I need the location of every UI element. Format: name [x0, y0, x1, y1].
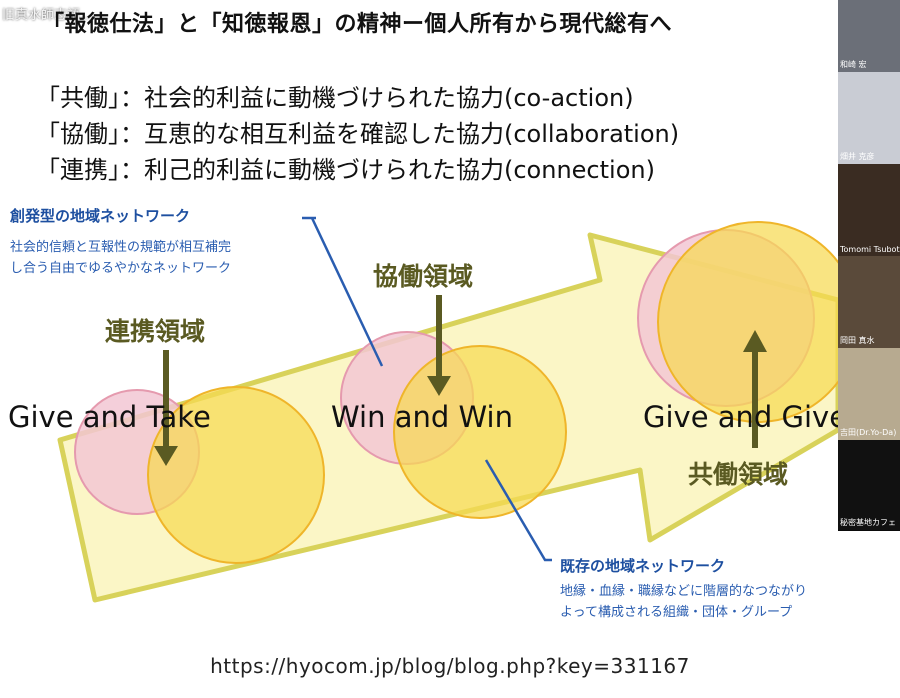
participant-tile[interactable]: Tomomi Tsubota: [838, 164, 900, 257]
participant-name: 岡田 真水: [840, 336, 875, 345]
phrase-win-and-win: Win and Win: [331, 400, 513, 434]
presentation-slide: 旧真水師志語... 「報徳仕法」と「知徳報恩」の精神ー個人所有から現代総有へ 「…: [2, 8, 838, 620]
arrow-connect-head: [154, 446, 178, 466]
definition-connection: 「連携」：利己的利益に動機づけられた協力(connection): [36, 156, 655, 184]
participant-name: 吉田(Dr.Yo-Da): [840, 428, 897, 437]
participant-tile[interactable]: 秘密基地カフェ: [838, 440, 900, 531]
participant-tile[interactable]: 吉田(Dr.Yo-Da): [838, 348, 900, 441]
window-title-overlay: 旧真水師志語...: [2, 8, 93, 23]
creative-network-line1: 社会的信頼と互報性の規範が相互補完: [10, 240, 232, 255]
arrow-coact-head: [743, 330, 767, 352]
participant-tile[interactable]: 畑井 克彦: [838, 72, 900, 165]
leader-line-existing: [484, 459, 552, 562]
participant-name: 畑井 克彦: [840, 152, 875, 161]
phrase-give-and-take: Give and Take: [8, 400, 211, 434]
participant-name: Tomomi Tsubota: [840, 245, 900, 254]
participant-name: 秘密基地カフェ: [840, 518, 896, 527]
definition-collaboration: 「協働」：互恵的な相互利益を確認した協力(collaboration): [36, 120, 680, 148]
source-url[interactable]: https://hyocom.jp/blog/blog.php?key=3311…: [210, 654, 690, 678]
existing-network-line2: よって構成される組織・団体・グループ: [560, 605, 793, 620]
arrow-collab-head: [427, 376, 451, 396]
existing-network-line1: 地縁・血縁・職縁などに階層的なつながり: [560, 584, 808, 599]
diagram-canvas: [57, 216, 838, 603]
definition-coaction: 「共働」：社会的利益に動機づけられた協力(co-action): [36, 84, 634, 112]
participant-tile[interactable]: 和崎 宏: [838, 0, 900, 73]
region-label-coact: 共働領域: [688, 460, 789, 489]
slide-title: 「報徳仕法」と「知徳報恩」の精神ー個人所有から現代総有へ: [42, 12, 673, 37]
participant-name: 和崎 宏: [840, 60, 867, 69]
participant-tile[interactable]: 岡田 真水: [838, 256, 900, 349]
existing-network-title: 既存の地域ネットワーク: [560, 557, 726, 575]
participant-sidebar: 和崎 宏 畑井 克彦 Tomomi Tsubota 岡田 真水 吉田(Dr.Yo…: [838, 0, 900, 531]
creative-network-title: 創発型の地域ネットワーク: [10, 207, 191, 225]
phrase-give-and-give: Give and Give: [643, 400, 838, 434]
leader-line-creative: [310, 217, 384, 367]
region-label-connect: 連携領域: [105, 317, 206, 346]
source-url-caption: https://hyocom.jp/blog/blog.php?key=3311…: [0, 632, 900, 698]
region-label-collab: 協働領域: [373, 262, 474, 291]
creative-network-line2: し合う自由でゆるやかなネットワーク: [10, 261, 232, 276]
circle-yellow-left: [147, 386, 325, 564]
